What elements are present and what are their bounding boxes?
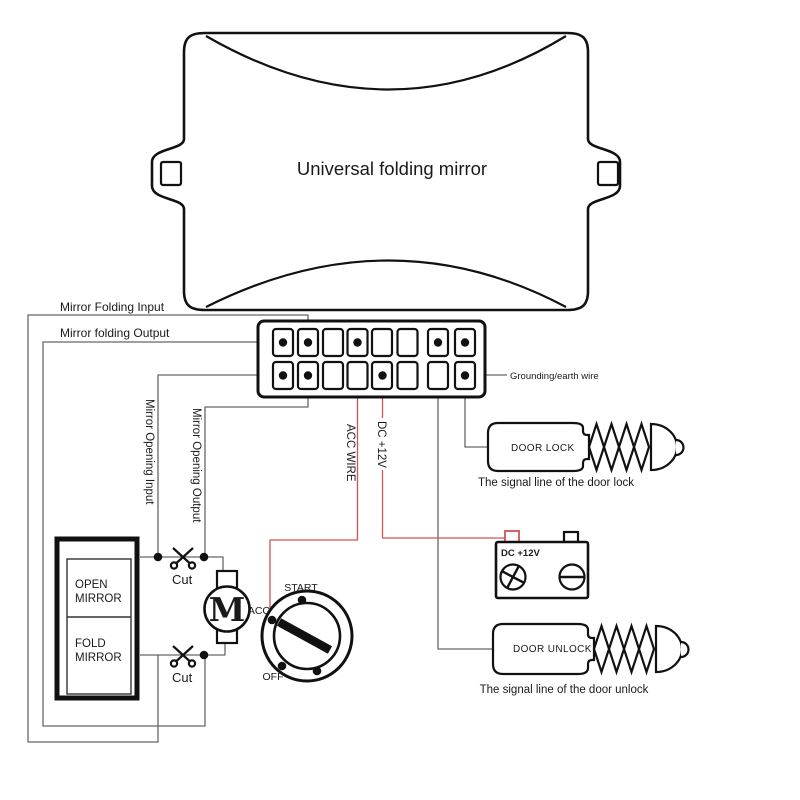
mirror-switch-panel: OPEN MIRROR FOLD MIRROR [54,536,140,701]
label-mirror-folding-input: Mirror Folding Input [60,300,165,314]
cut-label: Cut [172,670,193,685]
battery-negative-tab [562,530,580,544]
connector-pin [378,371,387,380]
connector-cell [396,327,419,358]
junction-dot [199,650,209,660]
door-lock-plug [649,422,679,472]
mirror-motor: M [203,569,251,645]
battery-plus-terminal [499,563,527,591]
door-lock-bellows [587,420,651,474]
door-unlock-plug-tip [680,640,690,659]
wire-dc12v [381,375,505,539]
connector-cell [321,327,345,358]
module-outline [150,31,622,312]
ignition-terminal-start [297,595,307,605]
wire-mirror-opening-output [204,375,309,557]
door-unlock-body [491,622,596,676]
ignition-switch: START ACC OFF [248,582,354,683]
label-mirror-folding-output: Mirror folding Output [60,326,170,340]
wire-mirror-folding-output [42,341,283,727]
label-grounding: Grounding/earth wire [510,371,599,382]
junction-dot [199,552,209,562]
motor-label: M [209,590,246,629]
fold-mirror-label: MIRROR [75,652,122,664]
connector-cell [370,327,394,358]
door-unlock-label: DOOR UNLOCK [513,644,592,655]
connector-pin [303,371,313,380]
connector-cell [321,360,345,391]
connector-pin [278,371,288,380]
battery: DC +12V [494,530,590,600]
door-lock-label: DOOR LOCK [511,443,575,454]
connector-pin [353,338,362,347]
open-mirror-label: OPEN [75,579,108,591]
door-lock-caption: The signal line of the door lock [478,477,634,489]
connector-cell [426,360,450,391]
door-unlock-actuator: DOOR UNLOCK The signal line of the door … [480,622,690,696]
ignition-terminal-on [312,666,322,676]
ignition-terminal-off [277,661,287,671]
label-backdrop [374,418,390,470]
connector-pin [433,338,443,347]
door-unlock-caption: The signal line of the door unlock [480,684,649,696]
fold-mirror-label: FOLD [75,638,106,650]
label-dc12v-wire: DC +12V [375,421,387,468]
wire-labels: Mirror Folding Input Mirror folding Outp… [60,300,599,523]
wire-acc [269,342,359,616]
motor-body [203,585,251,633]
battery-positive-tab [504,530,520,543]
label-mirror-opening-input: Mirror Opening Input [143,399,155,505]
ignition-acc-label: ACC [248,605,271,617]
module-title: Universal folding mirror [297,158,487,179]
scissors-icon [169,645,197,668]
connector-cell [346,360,369,391]
door-lock-actuator: DOOR LOCK The signal line of the door lo… [478,420,685,489]
door-unlock-plug [654,624,684,674]
connector-pin [460,371,470,380]
module-bottom-curve [205,259,567,308]
battery-minus-terminal [558,563,586,591]
ignition-start-label: START [284,582,318,594]
door-lock-body [486,421,591,473]
ignition-key-slot [276,618,333,654]
door-lock-plug-tip [675,438,685,457]
switch-rocker [66,558,132,695]
connector-pin [278,338,288,347]
open-mirror-label: MIRROR [75,593,122,605]
scissors-icon [169,547,197,570]
connector-cell [396,360,419,391]
wire-door-unlock [437,342,508,650]
connector-pin [460,338,470,347]
battery-voltage-label: DC +12V [501,548,540,559]
wire-switch-to-motor-top [140,556,224,571]
label-mirror-opening-output: Mirror Opening Output [190,408,202,523]
door-unlock-bellows [592,622,656,676]
module-top-curve [205,35,567,91]
connector-block [256,319,487,399]
module-left-mount-hole [159,160,183,187]
wire-switch-to-motor-bottom [140,643,226,656]
module-right-mount-hole [596,160,620,187]
connector-pin [303,338,313,347]
ignition-off-label: OFF [263,671,284,683]
wire-mirror-opening-input [157,374,283,557]
cut-label: Cut [172,572,193,587]
label-acc-wire: ACC WIRE [344,424,356,482]
ignition-terminal-acc [267,615,277,625]
junction-dot [153,552,163,562]
module-body: Universal folding mirror [150,31,622,312]
